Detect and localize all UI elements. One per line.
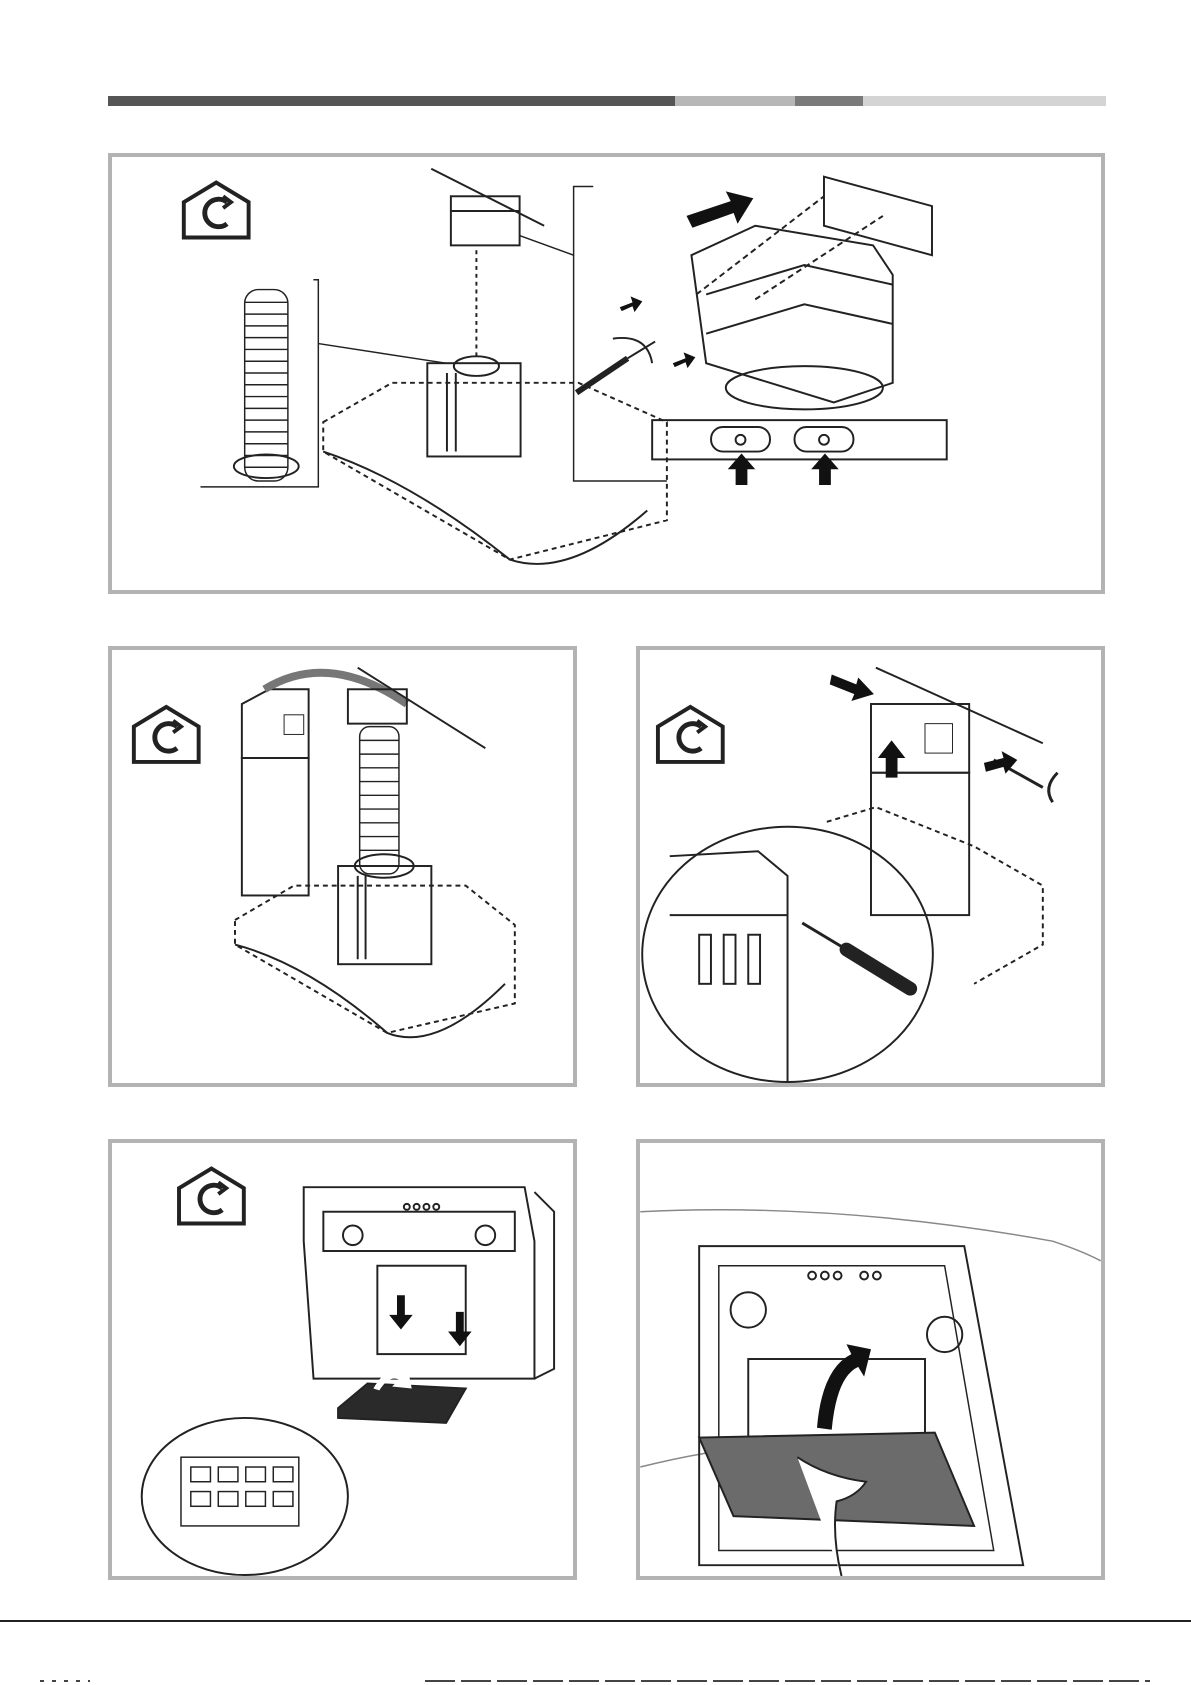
header-segment-pale [863,96,1106,106]
screwdriver-icon [802,923,910,989]
recirculation-icon [658,707,723,762]
chimney [871,704,969,915]
hood-canopy [235,854,515,1037]
illustration-grease-filter [640,1143,1101,1576]
detail-magnifier [142,1418,348,1575]
panel-chimney-fixing [636,646,1105,1087]
direction-arrows [373,1295,471,1390]
illustration-duct-bracket [112,157,1101,590]
header-segment-dark [108,96,675,106]
recirculation-icon [134,707,199,762]
screwdriver-icon [577,338,656,393]
hose-clamp [234,455,299,479]
illustration-chimney-fixing [640,650,1101,1083]
footer-rule [0,1620,1191,1622]
crop-marks [0,1675,1191,1685]
filter-grid [181,1457,299,1526]
panel-grease-filter-removal [636,1139,1105,1580]
header-segment-light [675,96,795,106]
illustration-filter-insertion [112,1143,573,1576]
recirculation-icon [184,183,249,238]
panel-duct-bracket-assembly [108,153,1105,594]
direction-arrows [817,1344,871,1429]
header-segment-mid [795,96,863,106]
panel-chimney-placement [108,646,577,1087]
mounting-plate [652,420,947,459]
chimney-sections [242,689,309,895]
flexible-duct [245,290,288,481]
hood-underside [304,1187,554,1378]
panel-filter-insertion [108,1139,577,1580]
ceiling-bracket [431,169,544,358]
hood-canopy [323,356,667,564]
carbon-filter [338,1384,466,1423]
flexible-duct [360,727,399,874]
illustration-chimney [112,650,573,1083]
recirculation-icon [179,1169,244,1224]
